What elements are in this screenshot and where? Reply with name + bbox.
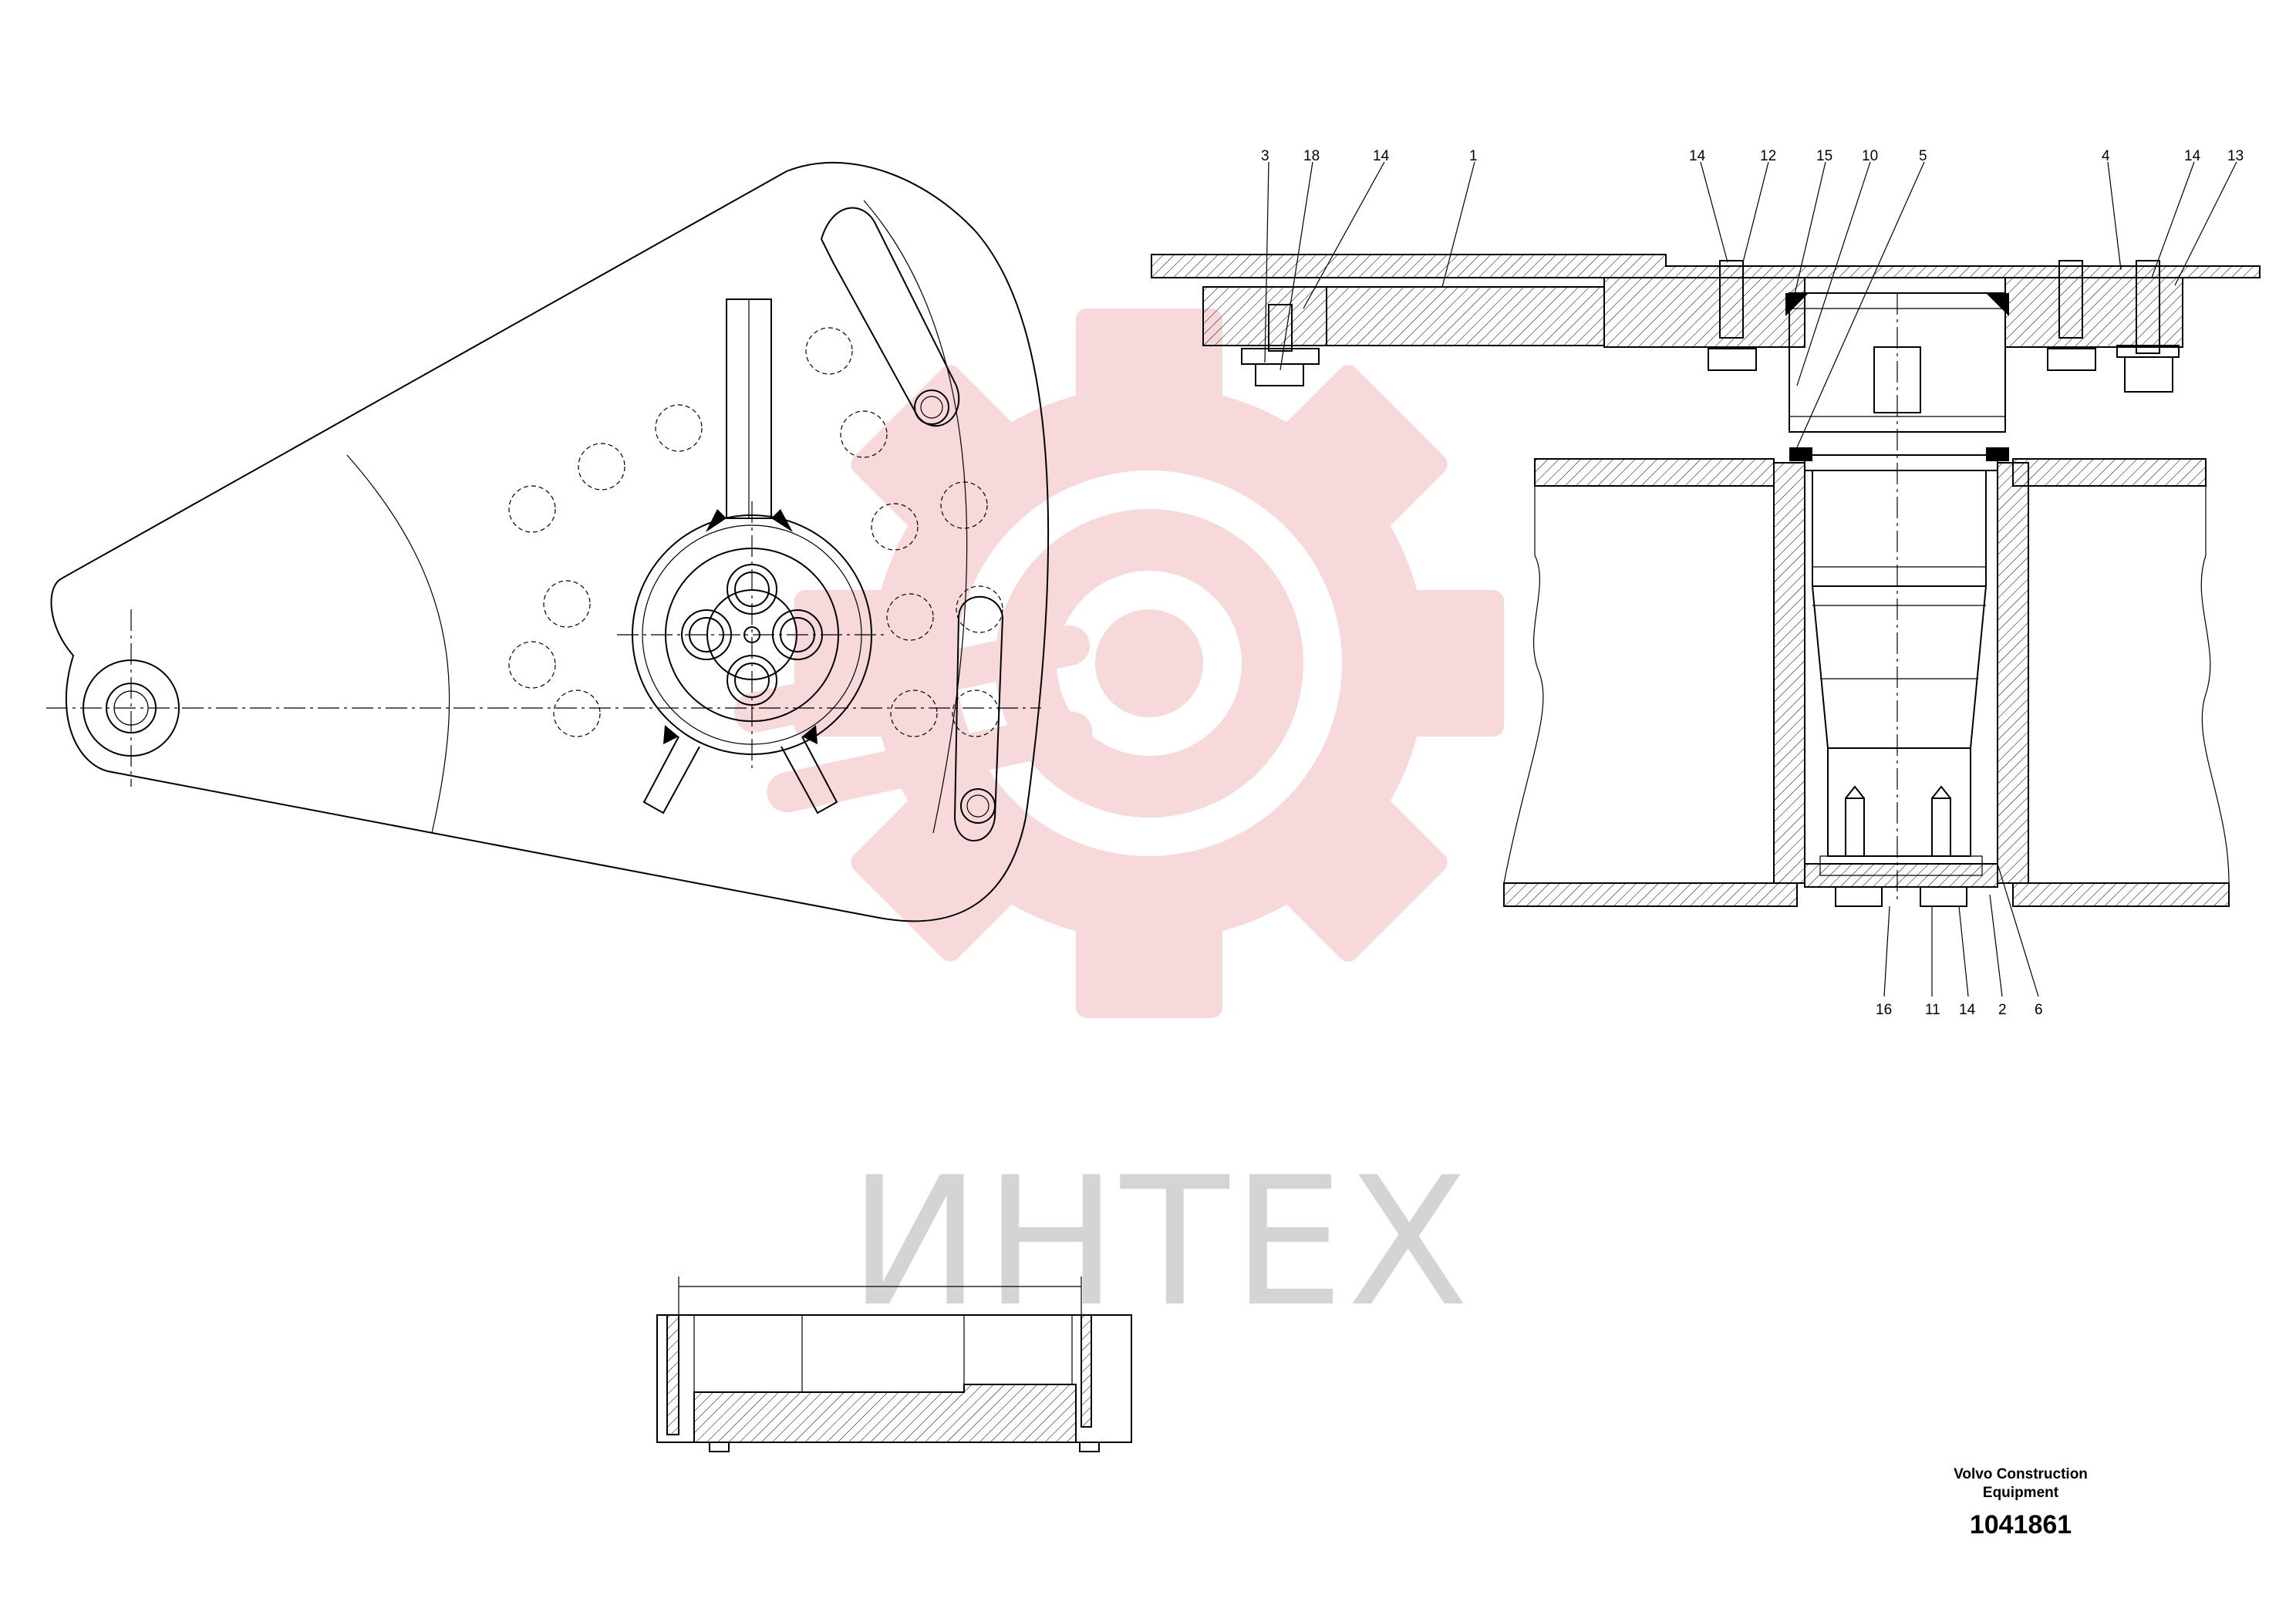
- callout-label: 1: [1469, 148, 1478, 164]
- callouts-bottom: 16 11 14 2 6: [1876, 1002, 2043, 1018]
- callout-label: 12: [1760, 148, 1776, 164]
- callout-label: 6: [2035, 1002, 2043, 1018]
- callout-label: 16: [1876, 1002, 1892, 1018]
- callouts-top: 3 18 14 1 14 12 15 10 5 4 14 13: [1261, 148, 2244, 164]
- plate-front-view: [46, 161, 1050, 922]
- callout-label: 15: [1816, 148, 1832, 164]
- title-block: Volvo Construction Equipment 1041861: [1905, 1465, 2136, 1540]
- callout-label: 11: [1925, 1002, 1940, 1018]
- callout-label: 10: [1862, 148, 1878, 164]
- manufacturer-line1: Volvo Construction: [1954, 1466, 2088, 1482]
- callout-label: 13: [2227, 148, 2244, 164]
- callout-label: 14: [1689, 148, 1706, 164]
- watermark-gear-logo: [734, 309, 1504, 1018]
- callout-label: 14: [2184, 148, 2201, 164]
- manufacturer-line2: Equipment: [1982, 1485, 2059, 1501]
- callout-label: 2: [1998, 1002, 2007, 1018]
- callout-label: 5: [1919, 148, 1927, 164]
- assembly-section-view: [1151, 254, 2261, 907]
- callout-leaders: [1264, 161, 2237, 997]
- plate-side-section: [656, 1276, 1132, 1452]
- manufacturer-name: Volvo Construction Equipment: [1905, 1465, 2136, 1502]
- callout-label: 3: [1261, 148, 1269, 164]
- callout-label: 14: [1959, 1002, 1976, 1018]
- callout-label: 4: [2102, 148, 2110, 164]
- document-number: 1041861: [1969, 1510, 2072, 1539]
- watermark-text: ИНТЕХ: [848, 1140, 1472, 1346]
- callout-label: 18: [1303, 148, 1320, 164]
- callout-label: 14: [1373, 148, 1390, 164]
